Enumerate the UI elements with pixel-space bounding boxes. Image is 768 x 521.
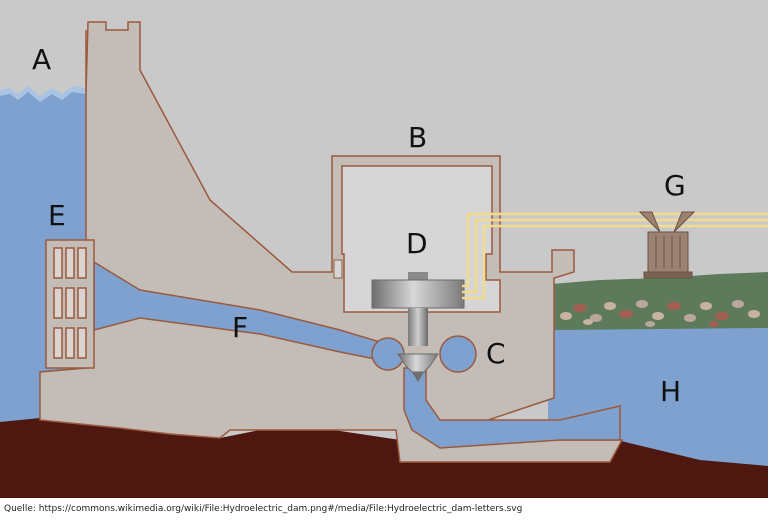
turbine-scroll-case	[439, 335, 477, 373]
riverbank-stones	[560, 300, 760, 327]
intake-screen	[45, 239, 95, 369]
label-f: F	[232, 311, 249, 344]
source-caption: Quelle: https://commons.wikimedia.org/wi…	[4, 504, 523, 514]
label-c: C	[486, 337, 506, 370]
label-e: E	[48, 199, 66, 232]
hydroelectric-dam-diagram: A B C D E F G H	[0, 0, 768, 498]
draft-tube	[403, 367, 621, 449]
reservoir-surface-foam	[0, 86, 86, 102]
generator-cap	[408, 272, 428, 280]
label-d: D	[406, 227, 428, 260]
turbine-shaft	[408, 308, 428, 346]
label-b: B	[408, 121, 428, 154]
powerhouse-interior	[341, 165, 501, 313]
riverbank	[552, 272, 768, 330]
generator	[371, 279, 465, 309]
label-a: A	[32, 43, 52, 76]
powerhouse-door	[333, 259, 343, 279]
label-g: G	[664, 169, 686, 202]
power-lines	[462, 212, 768, 300]
label-h: H	[660, 375, 682, 408]
transformer	[638, 211, 696, 279]
